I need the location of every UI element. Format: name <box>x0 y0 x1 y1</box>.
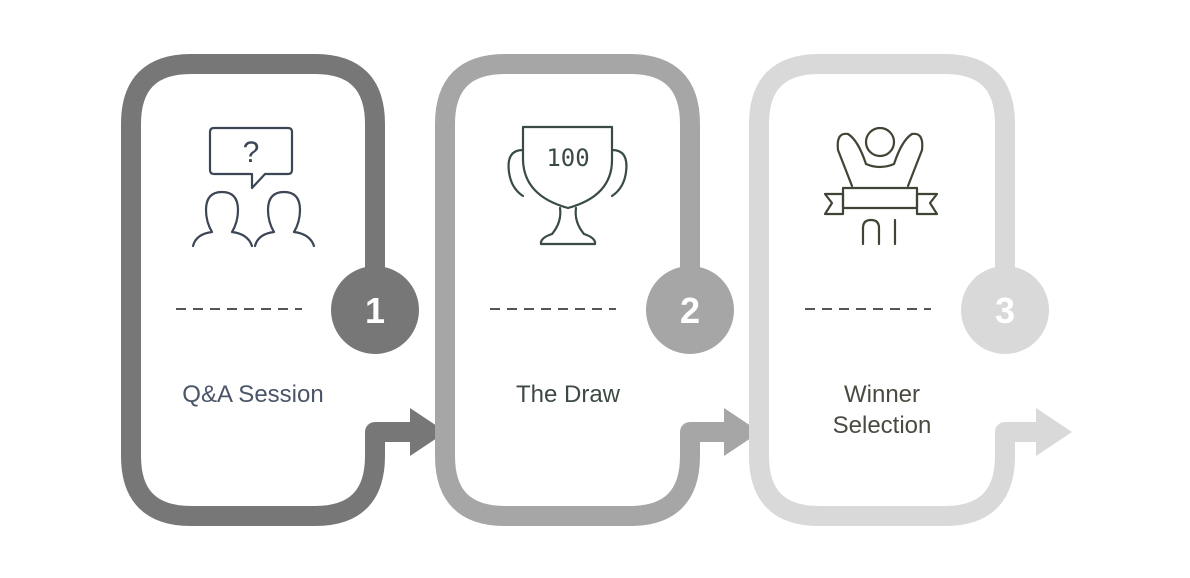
step-2-label: The Draw <box>516 381 621 408</box>
step-1-number: 1 <box>365 290 385 331</box>
qa-session-icon <box>191 126 316 248</box>
step-3-arrow-head <box>1036 408 1072 456</box>
winner-icon <box>823 126 939 246</box>
qa-question-mark: ? <box>243 136 260 169</box>
step-2-arrow-head <box>724 408 760 456</box>
step-2-number-badge <box>646 266 734 354</box>
step-3-label-line-1: Winner <box>844 381 920 408</box>
step-1-number-badge <box>331 266 419 354</box>
step-2-frame <box>435 54 724 526</box>
step-1-arrow-head <box>410 408 446 456</box>
step-3-frame <box>749 54 1036 526</box>
trophy-number: 100 <box>546 144 589 172</box>
step-1-label: Q&A Session <box>182 381 323 408</box>
step-1-frame <box>121 54 410 526</box>
step-3-label-line-2: Selection <box>833 412 932 439</box>
step-3: 3 Winner Selection <box>749 54 1072 526</box>
step-1: ? 1 Q&A Session <box>121 54 446 526</box>
step-2: 100 2 The Draw <box>435 54 760 526</box>
step-2-number: 2 <box>680 290 700 331</box>
step-3-number: 3 <box>995 290 1015 331</box>
step-3-number-badge <box>961 266 1049 354</box>
trophy-icon <box>507 125 628 246</box>
